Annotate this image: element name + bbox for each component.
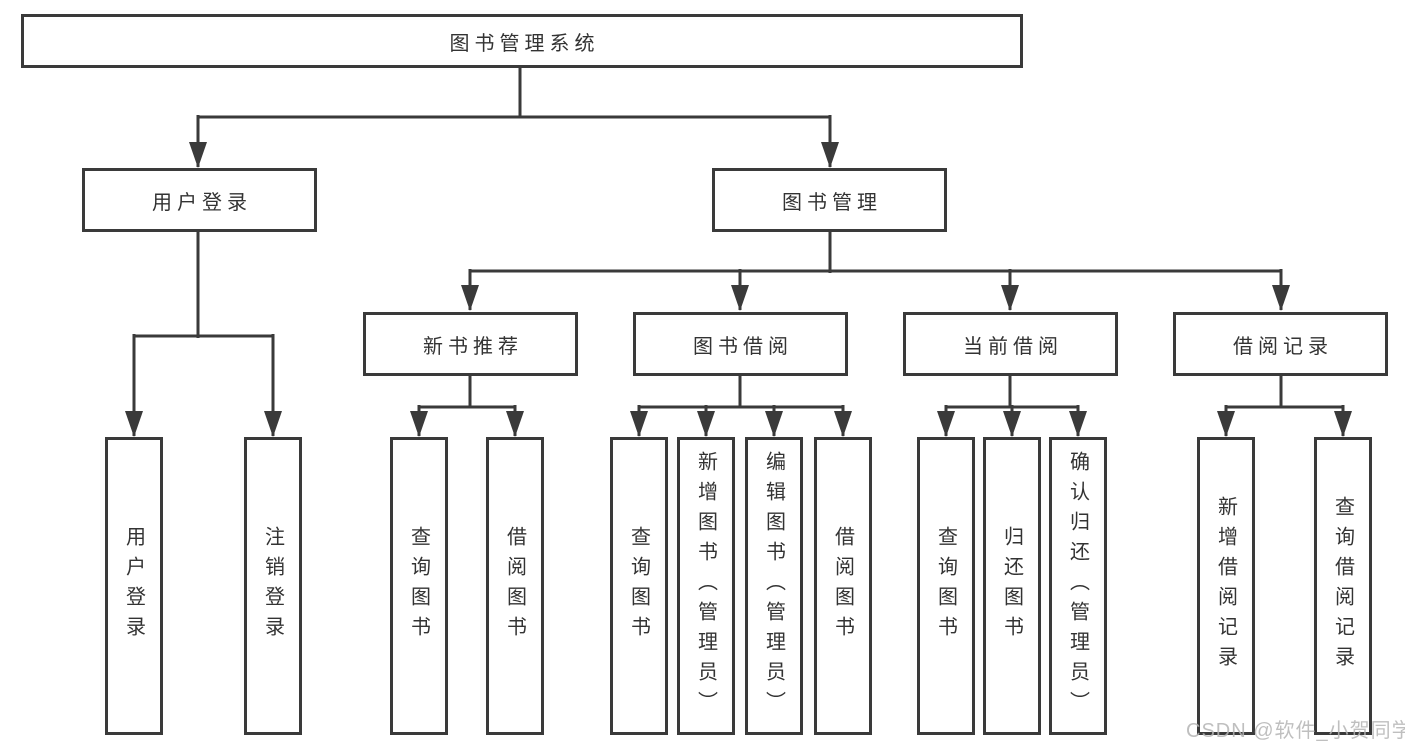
connector-current-borrow-trunk	[946, 376, 1078, 409]
node-user-login: 用户登录	[82, 168, 317, 232]
leaf-logout: 注销登录	[244, 437, 302, 735]
node-label: 查询图书	[407, 526, 430, 646]
node-label: 图书借阅	[693, 335, 793, 358]
node-current-borrowing: 当前借阅	[903, 312, 1118, 376]
node-label: 用户登录	[122, 526, 145, 646]
node-label: 当前借阅	[963, 335, 1063, 358]
leaf-return-book: 归还图书	[983, 437, 1041, 735]
node-label: 借阅图书	[831, 526, 854, 646]
leaf-edit-book-admin: 编辑图书（管理员）	[745, 437, 803, 735]
node-label: 查询借阅记录	[1331, 496, 1354, 676]
node-borrowing-records: 借阅记录	[1173, 312, 1388, 376]
node-library-management-system: 图书管理系统	[21, 14, 1023, 68]
node-new-book-recommendation: 新书推荐	[363, 312, 578, 376]
leaf-add-book-admin: 新增图书（管理员）	[677, 437, 735, 735]
leaf-query-books-2: 查询图书	[610, 437, 668, 735]
leaf-query-books-1: 查询图书	[390, 437, 448, 735]
node-label: 图书管理	[782, 191, 882, 214]
node-label: 新增借阅记录	[1214, 496, 1237, 676]
leaf-confirm-return-admin: 确认归还（管理员）	[1049, 437, 1107, 735]
connector-new-book-trunk	[419, 376, 515, 409]
leaf-borrow-books-2: 借阅图书	[814, 437, 872, 735]
node-label: 编辑图书（管理员）	[762, 451, 785, 721]
node-book-management: 图书管理	[712, 168, 947, 232]
node-label: 查询图书	[934, 526, 957, 646]
leaf-query-books-3: 查询图书	[917, 437, 975, 735]
connector-root-trunk	[198, 68, 830, 119]
leaf-borrow-books-1: 借阅图书	[486, 437, 544, 735]
watermark: CSDN @软件_小贺同学	[1186, 720, 1405, 742]
node-label: 用户登录	[152, 191, 252, 214]
node-label: 借阅图书	[503, 526, 526, 646]
node-book-borrowing: 图书借阅	[633, 312, 848, 376]
connector-book-management-trunk	[470, 232, 1281, 273]
connector-borrow-records-trunk	[1226, 376, 1343, 409]
node-label: 注销登录	[261, 526, 284, 646]
connector-user-login-trunk	[134, 232, 273, 338]
node-label: 借阅记录	[1233, 335, 1333, 358]
leaf-query-borrow-record: 查询借阅记录	[1314, 437, 1372, 735]
node-label: 新增图书（管理员）	[694, 451, 717, 721]
leaf-add-borrow-record: 新增借阅记录	[1197, 437, 1255, 735]
node-label: 图书管理系统	[449, 32, 600, 55]
node-label: 查询图书	[627, 526, 650, 646]
node-label: 确认归还（管理员）	[1066, 451, 1089, 721]
leaf-user-login: 用户登录	[105, 437, 163, 735]
connector-book-borrow-trunk	[639, 376, 843, 409]
node-label: 新书推荐	[423, 335, 523, 358]
node-label: 归还图书	[1000, 526, 1023, 646]
